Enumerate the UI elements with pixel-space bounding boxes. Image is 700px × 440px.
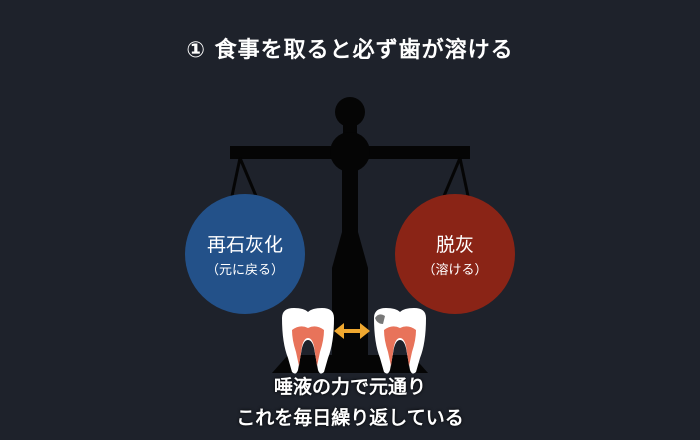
- healthy-tooth-icon: [282, 308, 334, 374]
- remineralization-subtitle: （元に戻る）: [205, 263, 284, 278]
- decayed-tooth-icon: [374, 308, 426, 374]
- demineralization-title: 脱灰: [435, 234, 474, 256]
- scale-pole: [332, 160, 368, 360]
- demineralization-ball: [395, 194, 515, 314]
- caption-line-2: これを毎日繰り返している: [236, 407, 464, 429]
- demineralization-subtitle: （溶ける）: [422, 263, 488, 278]
- remineralization-ball: [185, 194, 305, 314]
- double-arrow-icon: [334, 323, 370, 339]
- remineralization-title: 再石灰化: [206, 234, 283, 256]
- caption-line-1: 唾液の力で元通り: [273, 376, 426, 398]
- scale-hub: [330, 132, 370, 172]
- scale-top-knob: [335, 97, 365, 127]
- demineralization-label: 脱灰 （溶ける）: [395, 230, 515, 278]
- slide-title: ① 食事を取ると必ず歯が溶ける: [186, 38, 514, 63]
- remineralization-label: 再石灰化 （元に戻る）: [185, 230, 305, 278]
